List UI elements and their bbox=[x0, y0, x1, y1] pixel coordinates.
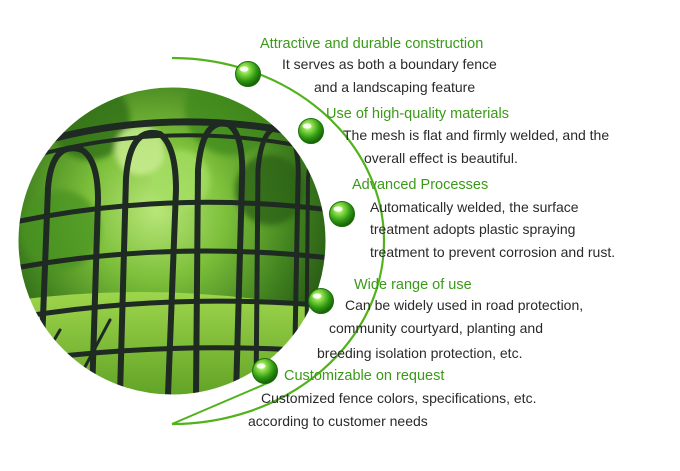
feature-title: Customizable on request bbox=[284, 368, 445, 384]
feature-title: Use of high-quality materials bbox=[326, 106, 509, 122]
feature-text: treatment adopts plastic spraying bbox=[370, 221, 576, 237]
feature-text: Customized fence colors, specifications,… bbox=[261, 390, 537, 406]
feature-title: Wide range of use bbox=[354, 277, 472, 293]
feature-title: Attractive and durable construction bbox=[260, 36, 484, 52]
green-sphere-bullet-icon bbox=[329, 201, 355, 227]
feature-text: It serves as both a boundary fence bbox=[282, 56, 497, 72]
green-sphere-bullet-icon bbox=[308, 288, 334, 314]
feature-text: community courtyard, planting and bbox=[329, 320, 543, 336]
feature-text: treatment to prevent corrosion and rust. bbox=[370, 244, 616, 260]
feature-text: according to customer needs bbox=[248, 413, 428, 429]
green-sphere-bullet-icon bbox=[235, 61, 261, 87]
green-sphere-bullet-icon bbox=[298, 118, 324, 144]
arc-line bbox=[171, 56, 386, 426]
feature-text: overall effect is beautiful. bbox=[364, 150, 518, 166]
feature-text: Can be widely used in road protection, bbox=[345, 297, 584, 313]
feature-title: Advanced Processes bbox=[352, 177, 489, 193]
bottom-line bbox=[171, 381, 271, 425]
feature-text: The mesh is flat and firmly welded, and … bbox=[343, 127, 610, 143]
feature-text: and a landscaping feature bbox=[314, 79, 476, 95]
fence-photo bbox=[17, 86, 327, 396]
green-sphere-bullet-icon bbox=[252, 358, 278, 384]
feature-text: breeding isolation protection, etc. bbox=[317, 345, 523, 361]
feature-text: Automatically welded, the surface bbox=[370, 199, 579, 215]
